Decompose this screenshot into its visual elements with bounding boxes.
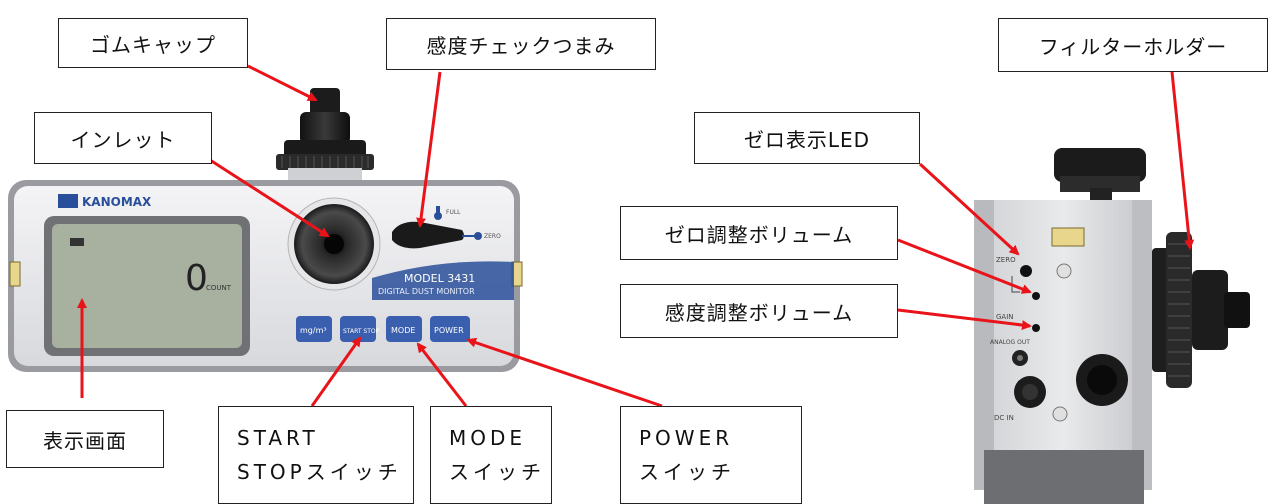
arrow-zero-led [918, 162, 1020, 256]
power-button[interactable] [430, 316, 470, 342]
rubber-cap-drawing [276, 88, 374, 182]
sensitivity-knob-drawing: FULL ZERO [392, 206, 501, 249]
arrow-sensitivity-knob [416, 71, 442, 228]
lcd-display: 0 COUNT [44, 216, 250, 356]
lcd-value: 0 [185, 258, 208, 299]
callout-zero-led: ゼロ表示LED [694, 112, 920, 164]
arrow-inlet [209, 158, 330, 238]
side-dcin-label: DC IN [994, 414, 1014, 422]
callout-filter-holder: フィルターホルダー [998, 18, 1268, 72]
callout-zero-adjust: ゼロ調整ボリューム [620, 206, 898, 260]
callout-rubber-cap: ゴムキャップ [58, 18, 248, 68]
arrow-zero-adjust [897, 238, 1032, 294]
front-device: KANOMAX 0 COUNT FULL ZERO MODEL 3431 [8, 88, 523, 372]
callout-sensitivity-adjust: 感度調整ボリューム [620, 284, 898, 338]
callout-power-line1: POWER [639, 426, 734, 450]
start-stop-button[interactable] [340, 316, 376, 342]
callout-start-stop-line2: STOPスイッチ [237, 460, 402, 484]
callout-sensitivity-knob: 感度チェックつまみ [386, 18, 656, 70]
callout-power: POWER スイッチ [620, 406, 802, 504]
callout-display: 表示画面 [6, 410, 164, 468]
start-stop-button-label: START STOP [343, 328, 380, 335]
dial-zero-label: ZERO [484, 233, 501, 240]
arrow-sensitivity-adjust [897, 308, 1032, 331]
unit-button[interactable] [296, 316, 332, 342]
side-analog-label: ANALOG OUT [990, 339, 1030, 346]
model-subtitle: DIGITAL DUST MONITOR [378, 287, 475, 296]
brand-label: KANOMAX [82, 195, 152, 209]
arrow-rubber-cap [247, 64, 318, 102]
filter-holder-drawing [1152, 232, 1250, 388]
gain-adjust-pot[interactable] [1032, 324, 1040, 332]
mode-button[interactable] [386, 316, 422, 342]
callout-mode-line1: MODE [449, 426, 527, 450]
callout-start-stop: START STOPスイッチ [218, 406, 414, 504]
arrow-start-stop [310, 336, 362, 407]
callout-power-line2: スイッチ [639, 460, 735, 484]
dial-full-label: FULL [446, 209, 461, 216]
mode-button-label: MODE [391, 326, 415, 335]
zero-led [1020, 265, 1032, 277]
arrow-mode [416, 342, 468, 407]
side-gain-label: GAIN [996, 313, 1014, 321]
callout-start-stop-line1: START [237, 426, 319, 450]
front-buttons: mg/m³ START STOP MODE POWER [296, 316, 470, 342]
lcd-unit: COUNT [206, 284, 232, 292]
callout-mode: MODE スイッチ [430, 406, 552, 504]
arrow-filter-holder [1170, 71, 1195, 250]
callout-mode-line2: スイッチ [449, 460, 545, 484]
side-device: ZERO GAIN ANALOG OUT DC IN [974, 148, 1250, 504]
pointer-arrows [77, 64, 1195, 408]
unit-button-label: mg/m³ [300, 326, 327, 335]
inlet-drawing [287, 197, 381, 291]
arrow-power [466, 337, 663, 408]
power-button-label: POWER [434, 326, 464, 335]
model-label: MODEL 3431 [404, 272, 475, 285]
zero-adjust-pot[interactable] [1032, 292, 1040, 300]
side-zero-label: ZERO [996, 256, 1016, 264]
callout-inlet: インレット [34, 112, 212, 164]
